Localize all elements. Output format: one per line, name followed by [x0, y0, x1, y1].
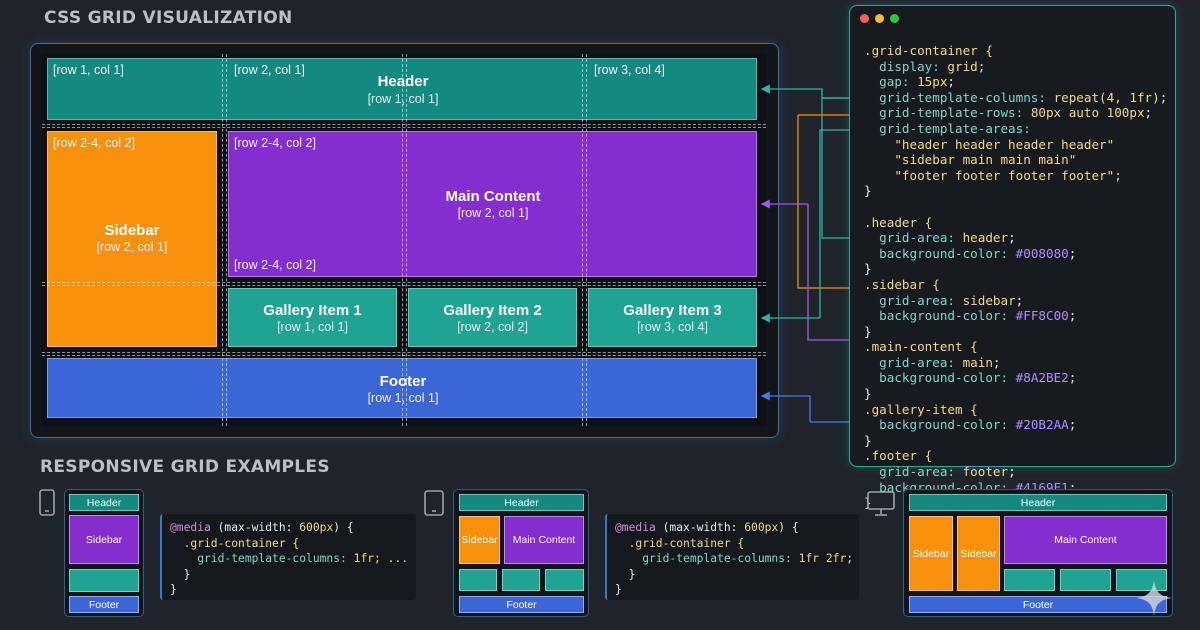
grid-line-row: [42, 127, 766, 128]
header-cell-tag: [row 2, col 1]: [234, 63, 305, 77]
mobile-media-query-code: @media (max-width: 600px) { .grid-contai…: [160, 514, 416, 600]
responsive-section-title: RESPONSIVE GRID EXAMPLES: [40, 457, 330, 477]
sidebar-subtitle: [row 2, col 1]: [96, 240, 168, 254]
sidebar-connector: [797, 110, 860, 293]
tablet-media-query-code: @media (max-width: 600px) { .grid-contai…: [605, 514, 859, 600]
mini-footer: Footer: [69, 596, 139, 613]
gallery-connector: [760, 125, 860, 323]
mini-sidebar: Sidebar: [909, 516, 953, 591]
main-content-subtitle: [row 2, col 1]: [457, 206, 529, 220]
code-panel: [849, 5, 1176, 467]
mini-sidebar: Sidebar: [459, 516, 500, 564]
main-content-title: Main Content: [445, 188, 541, 205]
grid-line-col: [586, 54, 587, 426]
window-maximize-dot[interactable]: [890, 14, 899, 23]
gallery-item-title: Gallery Item 2: [443, 302, 542, 319]
gallery-item: [408, 288, 577, 347]
mini-sidebar: Sidebar: [69, 515, 139, 564]
grid-line-row: [42, 282, 766, 283]
footer-connector: [760, 391, 860, 427]
mini-sidebar: Sidebar: [957, 516, 1000, 591]
desktop-icon: [867, 491, 895, 516]
mini-header: Header: [909, 494, 1167, 511]
grid-line-col: [406, 54, 407, 426]
sidebar-cell-tag: [row 2-4, col 2]: [53, 136, 135, 150]
header-cell-tag: [row 3, col 4]: [594, 63, 665, 77]
mini-gallery-item: [69, 569, 139, 592]
gallery-item-title: Gallery Item 3: [623, 302, 722, 319]
gallery-item-subtitle: [row 3, col 4]: [637, 320, 708, 334]
header-cell-tag: [row 1, col 1]: [53, 63, 124, 77]
gallery-item: [228, 288, 397, 347]
grid-line-row: [42, 124, 766, 125]
mini-gallery-item: [1060, 569, 1111, 591]
mini-gallery-item: [545, 569, 584, 591]
mini-main-content: Main Content: [504, 516, 584, 564]
footer-subtitle: [row 1, col 1]: [367, 391, 439, 405]
code-line: .grid-container {: [864, 43, 993, 58]
grid-line-col: [226, 54, 227, 426]
header-subtitle: [row 1, col 1]: [367, 92, 439, 106]
tablet-icon: [424, 490, 444, 516]
mini-gallery-item: [1004, 569, 1055, 591]
mini-gallery-item: [459, 569, 497, 591]
sidebar-title: Sidebar: [104, 222, 160, 239]
gallery-item: [588, 288, 757, 347]
window-minimize-dot[interactable]: [875, 14, 884, 23]
grid-line-col: [222, 54, 223, 426]
mini-footer: Footer: [909, 596, 1167, 613]
sidebar-area: [47, 131, 217, 347]
header-connector: [760, 84, 860, 243]
grid-line-col: [402, 54, 403, 426]
gallery-item-title: Gallery Item 1: [263, 302, 362, 319]
sparkle-icon: [1136, 580, 1172, 616]
grid-line-col: [582, 54, 583, 426]
grid-line-row: [42, 352, 766, 353]
mini-gallery-item: [502, 569, 540, 591]
mini-main-content: Main Content: [1004, 516, 1167, 564]
mobile-icon: [39, 489, 55, 516]
css-code: .grid-container { display: grid; gap: 15…: [864, 43, 1168, 511]
mini-header: Header: [69, 494, 139, 511]
main-content-connector: [760, 199, 860, 345]
main-cell-tag: [row 2-4, col 2]: [234, 136, 316, 150]
page-title: CSS GRID VISUALIZATION: [44, 8, 293, 28]
window-close-dot[interactable]: [860, 14, 869, 23]
main-cell-tag: [row 2-4, col 2]: [234, 258, 316, 272]
grid-line-row: [42, 355, 766, 356]
mini-footer: Footer: [459, 596, 584, 613]
grid-line-row: [42, 285, 766, 286]
gallery-item-subtitle: [row 1, col 1]: [277, 320, 348, 334]
mini-header: Header: [459, 494, 584, 511]
gallery-item-subtitle: [row 2, col 2]: [457, 320, 528, 334]
main-content-area: [228, 131, 757, 277]
